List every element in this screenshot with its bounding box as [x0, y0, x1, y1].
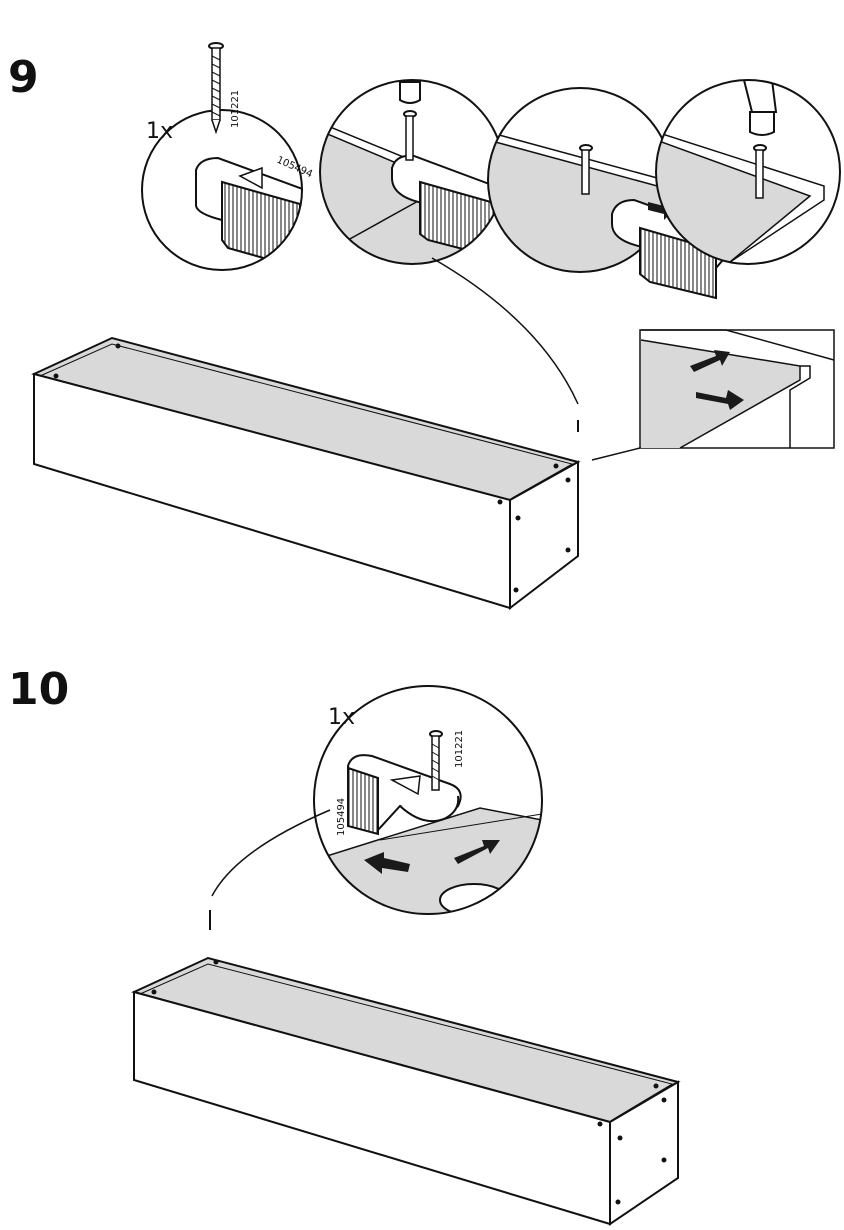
nail-icon	[579, 144, 593, 195]
arrow-icon	[690, 350, 730, 372]
nail-icon	[208, 42, 224, 135]
hammer-icon	[392, 80, 472, 104]
cabinet-box-step9	[31, 336, 581, 611]
step-10-number: 10	[8, 664, 70, 715]
nail-icon	[403, 110, 417, 161]
step-9-number: 9	[8, 52, 39, 103]
quantity-label: 1x	[146, 119, 173, 144]
hammer-icon	[722, 80, 778, 136]
quantity-label: 1x	[328, 705, 355, 730]
part-code-nail: 101221	[454, 730, 465, 768]
arrow-icon	[364, 852, 410, 874]
part-code-bracket: 105494	[336, 798, 347, 836]
bracket-icon	[346, 754, 462, 836]
arrow-icon	[454, 840, 500, 864]
nail-icon	[753, 144, 767, 199]
detail-circle-1: 1x 101221 105494	[141, 42, 314, 271]
part-code-nail: 101221	[230, 90, 241, 128]
cabinet-box-step10	[131, 956, 681, 1226]
nail-icon	[429, 730, 443, 791]
arrow-icon	[696, 390, 744, 410]
zoom-callout	[591, 329, 835, 461]
detail-circle-step10: 1x 101221 105494	[313, 685, 543, 915]
detail-circle-4	[655, 79, 841, 265]
detail-circle-2	[319, 79, 505, 265]
